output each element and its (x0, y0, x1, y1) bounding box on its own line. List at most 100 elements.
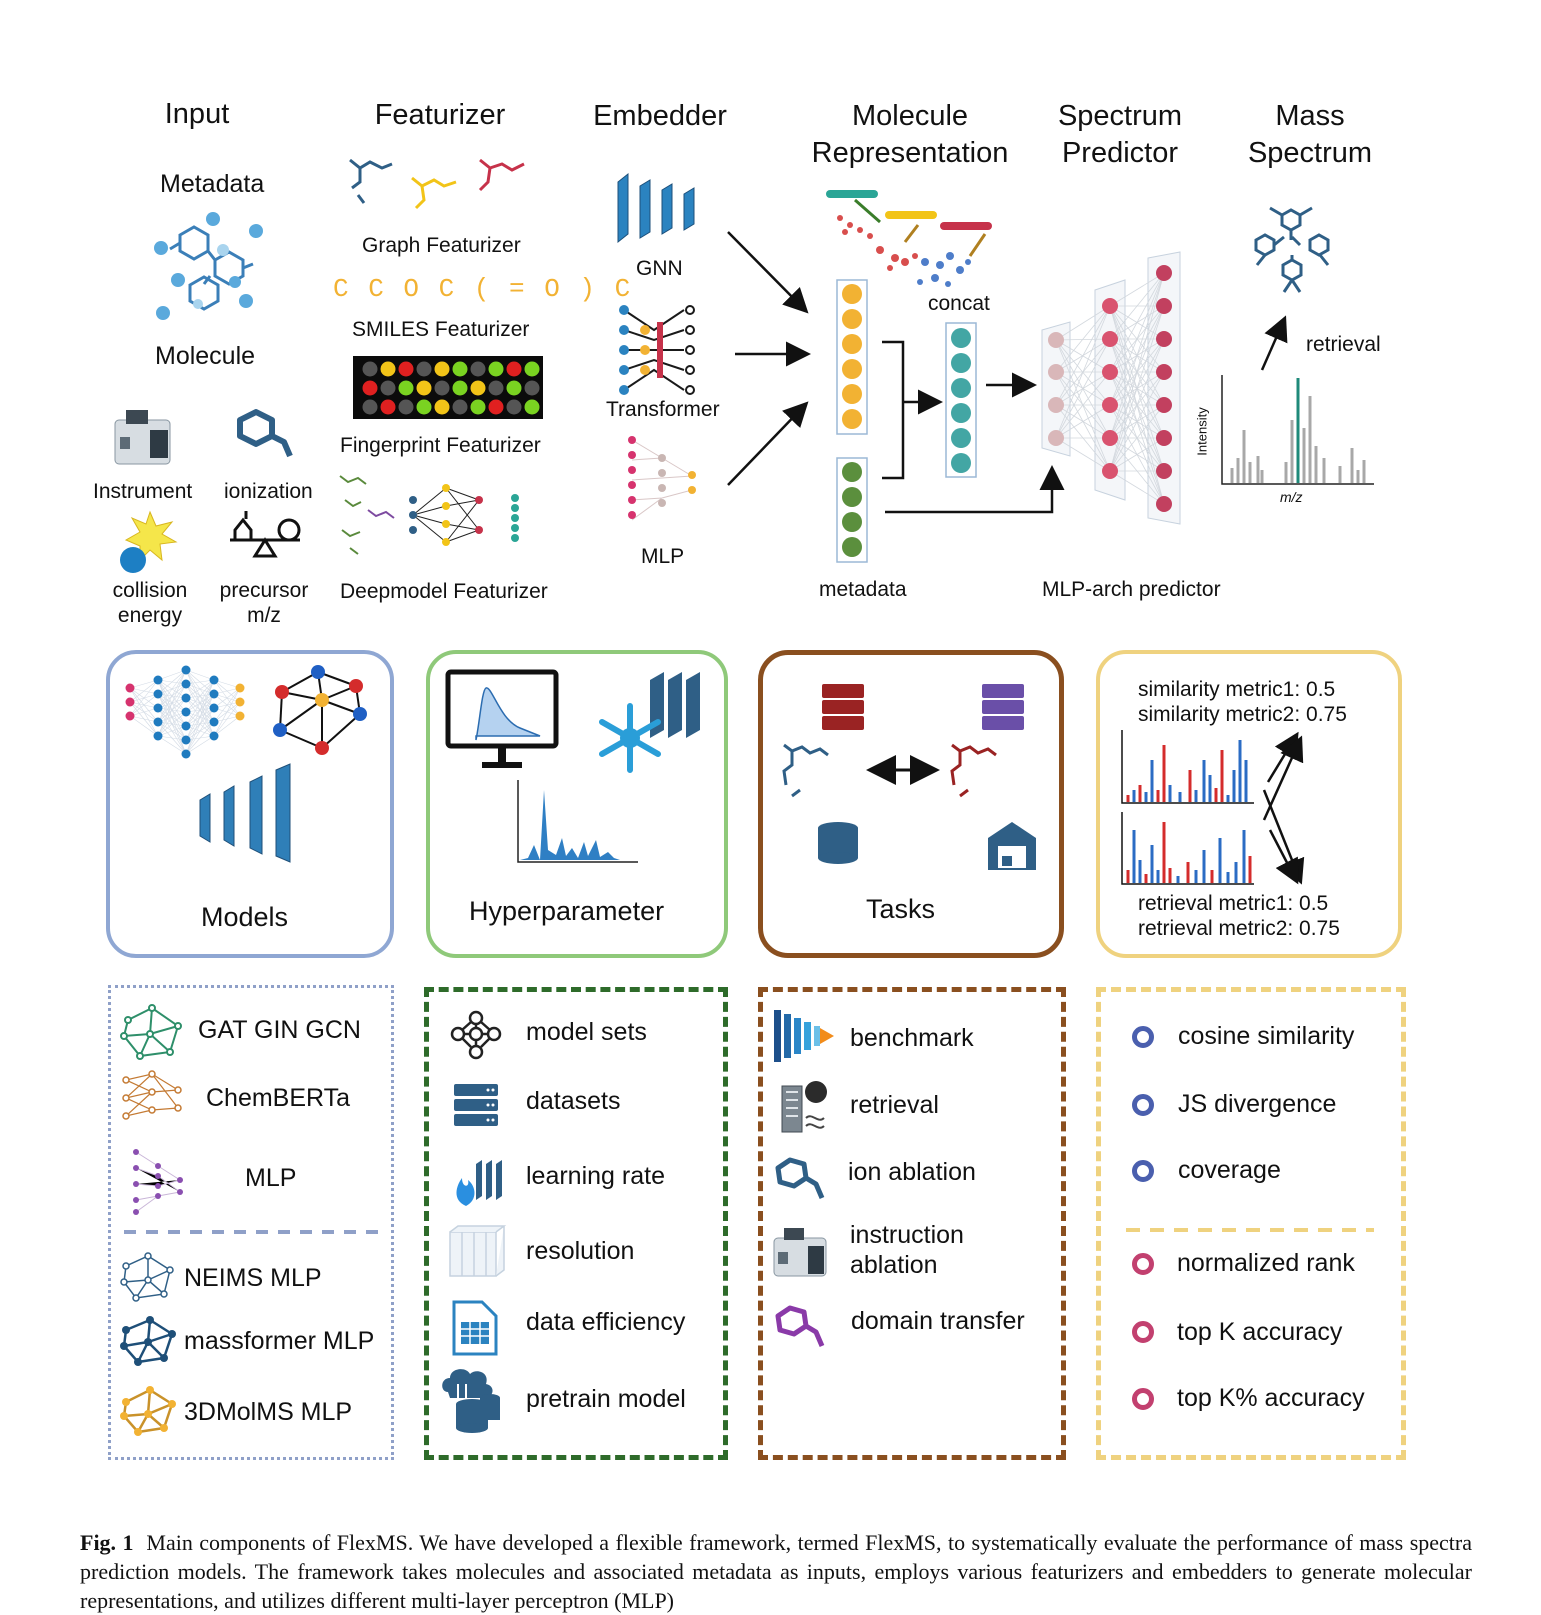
fingerprint-bit (362, 380, 378, 396)
models-mlp-edge (185, 721, 215, 755)
models-mlp-edge (185, 707, 215, 755)
metrics-arrow (1268, 829, 1299, 885)
predictor-output-node (1156, 298, 1172, 314)
models-graph-edge (321, 713, 361, 749)
benchmark-icon (774, 1010, 834, 1062)
models-mlp-edge (213, 687, 241, 737)
deepmodel-featurizer-label: Deepmodel Featurizer (340, 580, 548, 603)
predictor-label: MLP-arch predictor (1042, 578, 1221, 601)
models-mlp-edge (157, 697, 187, 737)
predictor-hidden-node (1102, 331, 1118, 347)
model-chemberta: ChemBERTa (206, 1084, 351, 1112)
fingerprint-bit (470, 361, 486, 377)
models-mlp-edge (129, 693, 159, 717)
models-mlp-node (181, 735, 191, 745)
metric-cosine-similarity: cosine similarity (1178, 1022, 1355, 1050)
models-graph-node (275, 685, 289, 699)
model-3dmolms-mlp: 3DMolMS MLP (184, 1398, 353, 1426)
similarity-metric1: similarity metric1: 0.5 (1138, 678, 1336, 701)
predictor-edge (1109, 272, 1165, 373)
models-mlp-node (181, 693, 191, 703)
metadata-vector-label: metadata (819, 578, 907, 601)
metadata-node (842, 512, 862, 532)
models-mlp-edge (129, 715, 159, 737)
models-mlp-node (181, 679, 191, 689)
metric-top-k-accuracy: top K accuracy (1177, 1318, 1343, 1346)
fingerprint-bit (416, 380, 432, 396)
embedding-node (842, 334, 862, 354)
fingerprint-bit (506, 361, 522, 377)
models-mlp-edge (185, 679, 215, 727)
predictor-edge (1055, 305, 1111, 406)
metrics-list-box (1096, 987, 1406, 1460)
fingerprint-bit (452, 361, 468, 377)
models-mlp-node (125, 697, 135, 707)
coverage-bullet-icon (1132, 1160, 1154, 1182)
models-graph-node (315, 693, 329, 707)
data-efficiency-icon (452, 1300, 498, 1356)
fingerprint-bit (416, 399, 432, 415)
models-mlp-node (125, 711, 135, 721)
predictor-edge (1055, 305, 1111, 341)
embedding-vector-frame (836, 279, 868, 435)
models-mlp-edge (185, 679, 215, 685)
retrieval-label: retrieval (1306, 333, 1381, 356)
model-gat-gin-gcn: GAT GIN GCN (198, 1016, 361, 1044)
predictor-edge (1109, 437, 1165, 472)
predictor-edge (1055, 371, 1111, 439)
models-mlp-edge (185, 679, 215, 713)
models-gnn-slab (249, 775, 263, 855)
models-mlp-edge (185, 679, 215, 741)
concat-label: concat (928, 292, 990, 315)
models-mlp-edge (157, 683, 187, 737)
embedding-node (842, 384, 862, 404)
predictor-edge (1109, 272, 1165, 340)
concat-node (951, 328, 971, 348)
models-mlp-edge (185, 679, 215, 699)
metadata-node (842, 462, 862, 482)
similarity-metric2: similarity metric2: 0.75 (1138, 703, 1347, 726)
models-mlp-edge (129, 715, 159, 723)
top-k-accuracy-bullet-icon (1132, 1321, 1154, 1343)
resolution-icon (449, 1225, 507, 1277)
predictor-output-node (1156, 397, 1172, 413)
concat-node (951, 378, 971, 398)
embedding-node (842, 309, 862, 329)
smiles-featurizer-label: SMILES Featurizer (352, 318, 530, 341)
models-mlp-node (153, 717, 163, 727)
models-mlp-node (181, 707, 191, 717)
smiles-string: C C O C ( = O ) C (333, 274, 633, 304)
models-mlp-edge (185, 679, 215, 755)
hyperparameter-panel-title: Hyperparameter (469, 896, 665, 926)
task-retrieval: retrieval (850, 1091, 939, 1119)
caption-label: Fig. 1 (80, 1530, 134, 1555)
models-graph-node (311, 665, 325, 679)
models-mlp-edge (129, 679, 159, 703)
models-mlp-edge (157, 669, 187, 723)
models-mlp-node (181, 749, 191, 759)
predictor-hidden-node (1102, 298, 1118, 314)
concat-vector-frame (945, 322, 977, 478)
datasets-icon (454, 1084, 498, 1126)
embedding-node (842, 409, 862, 429)
metrics-spectrum-axis-top (1121, 730, 1254, 804)
fingerprint-bit (380, 361, 396, 377)
fingerprint-bit (380, 380, 396, 396)
models-mlp-edge (129, 707, 159, 717)
metadata-label: Metadata (160, 170, 265, 198)
models-mlp-edge (157, 669, 187, 737)
learning-rate-icon (456, 1160, 502, 1206)
molecule-label: Molecule (155, 342, 256, 370)
header-embedder: Embedder (593, 100, 727, 132)
